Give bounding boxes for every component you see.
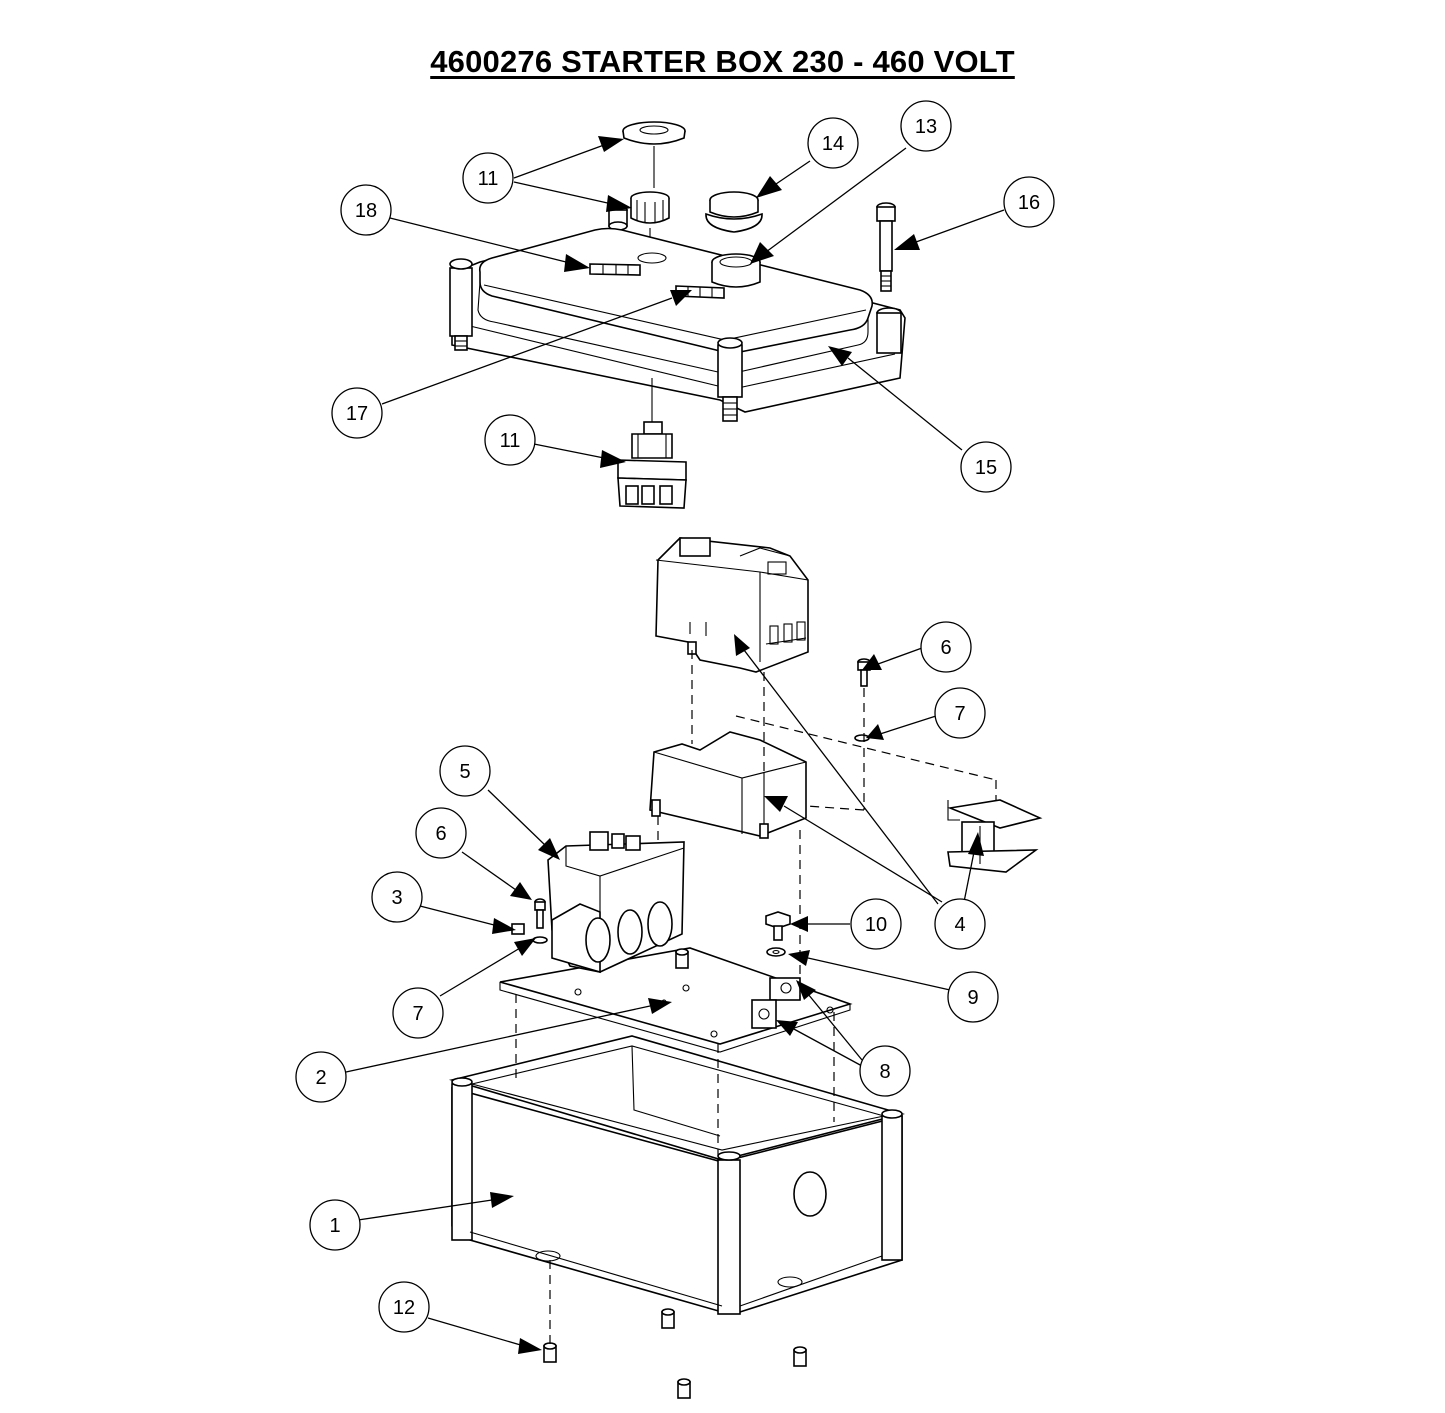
callout-6-left: 6: [415, 807, 467, 859]
callout-11-top: 11: [462, 152, 514, 204]
svg-text:6: 6: [940, 637, 951, 659]
svg-text:11: 11: [478, 168, 499, 190]
callout-6-right: 6: [920, 621, 972, 673]
svg-text:3: 3: [391, 887, 402, 909]
leader-lines: [345, 136, 1005, 1354]
svg-text:13: 13: [915, 116, 937, 138]
callout-16: 12: [378, 1281, 430, 1333]
callout-4: 4: [934, 898, 986, 950]
part-4-coil: [947, 799, 1043, 873]
svg-text:1: 1: [329, 1215, 340, 1237]
svg-text:11: 11: [500, 430, 521, 452]
callout-7-left: 7: [392, 987, 444, 1039]
callout-11-lower: 11: [484, 414, 536, 466]
callout-9: 9: [947, 971, 999, 1023]
svg-text:6: 6: [435, 823, 446, 845]
svg-text:7: 7: [954, 703, 965, 725]
svg-text:5: 5: [459, 761, 470, 783]
svg-text:8: 8: [879, 1061, 890, 1083]
part-9-washer: [766, 947, 786, 957]
callout-10: 10: [850, 898, 902, 950]
callout-1: 1: [309, 1199, 361, 1251]
part-16-feet: [543, 1308, 807, 1399]
svg-text:4: 4: [954, 914, 965, 936]
svg-text:18: 18: [355, 200, 377, 222]
callout-7-right: 7: [934, 687, 986, 739]
part-4-contactor-top: [655, 537, 809, 673]
part-6-screw-left: [534, 898, 546, 929]
part-11-top-button-cap: [622, 121, 686, 188]
svg-text:15: 15: [975, 457, 997, 479]
svg-text:9: 9: [967, 987, 978, 1009]
callout-8: 8: [859, 1045, 911, 1097]
svg-text:2: 2: [315, 1067, 326, 1089]
callout-3: 3: [371, 871, 423, 923]
part-13-button-cover: [705, 191, 763, 233]
part-10-screw: [765, 911, 791, 941]
callout-17: 17: [331, 387, 383, 439]
svg-text:17: 17: [346, 403, 368, 425]
part-7-washer-left: [532, 936, 548, 944]
svg-text:12: 12: [393, 1297, 415, 1319]
svg-text:7: 7: [412, 1003, 423, 1025]
callout-5: 5: [439, 745, 491, 797]
callout-18: 18: [340, 184, 392, 236]
svg-text:10: 10: [865, 914, 887, 936]
part-15-lid-screw: [876, 202, 896, 292]
part-8-terminal-lugs: [751, 977, 801, 1029]
part-11-contact-block: [617, 421, 687, 509]
svg-text:16: 16: [1018, 192, 1040, 214]
part-5-overload-relay: [547, 831, 689, 974]
diagram-title: 4600276 STARTER BOX 230 - 460 VOLT: [430, 44, 1015, 79]
part-4-contactor-base: [649, 731, 807, 839]
callout-13: 14: [807, 117, 859, 169]
part-11-collar: [630, 191, 670, 252]
callout-14: 15: [960, 441, 1012, 493]
part-1-enclosure-box: [448, 1035, 906, 1315]
assembly-center-lines: [515, 650, 997, 1344]
svg-text:14: 14: [822, 133, 844, 155]
callout-12: 13: [900, 100, 952, 152]
callout-15: 16: [1003, 176, 1055, 228]
callout-2: 2: [295, 1051, 347, 1103]
part-14-lid: [449, 227, 906, 422]
